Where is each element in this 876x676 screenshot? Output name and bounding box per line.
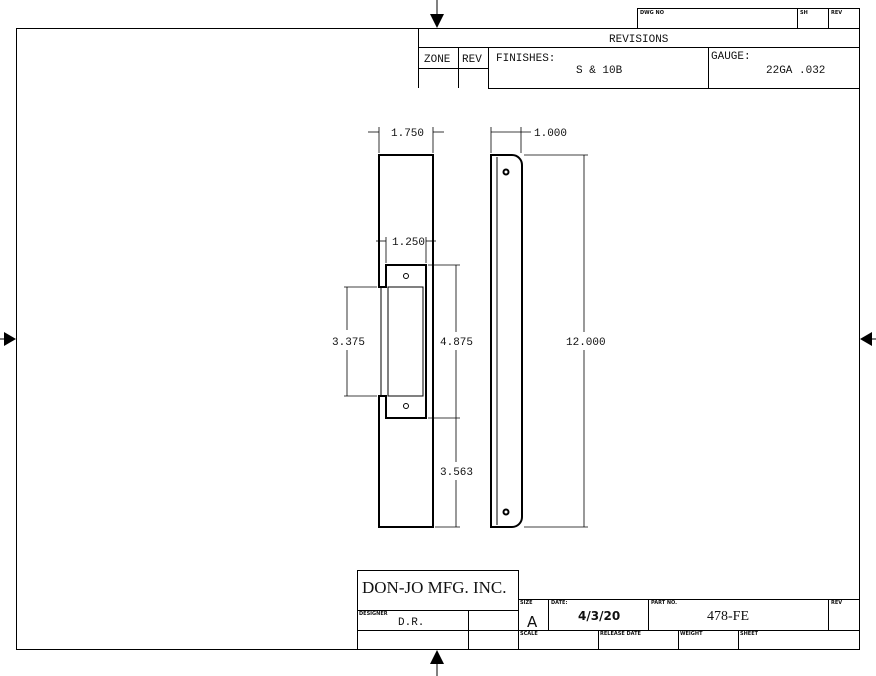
center-arrow-left [0,332,16,346]
company-name: DON-JO MFG. INC. [362,578,507,597]
dim-4875: 4.875 [440,337,473,349]
mounting-hole-bottom [403,403,409,409]
scale-label: SCALE [520,631,538,637]
designer-label: DESIGNER [359,611,388,617]
dimension-cutout-height: 3.375 [332,286,377,397]
gauge-label: GAUGE: [711,51,751,63]
dimension-cutout-width: 1.250 [376,237,436,263]
dimension-strike-height: 4.875 [428,264,473,419]
dim-1250: 1.250 [392,237,425,249]
center-arrow-bottom [430,650,444,676]
dim-1000: 1.000 [534,128,567,140]
title-block: DON-JO MFG. INC. DESIGNER D.R. SIZE A DA… [357,570,859,650]
dim-12000: 12.000 [566,337,606,349]
date-label: DATE: [551,600,567,606]
center-arrow-right [860,332,876,346]
zone-header: ZONE [424,54,451,66]
side-hole-bottom [502,508,510,516]
dimension-plate-width: 1.750 [368,127,444,153]
front-view [378,154,434,528]
dim-1750: 1.750 [391,128,424,140]
gauge-value: 22GA .032 [766,65,825,77]
sh-label: SH [800,10,808,16]
side-view [490,154,523,528]
size-value: A [527,613,538,631]
size-label: SIZE [520,600,533,606]
finishes-label: FINISHES: [496,53,555,65]
dimension-bottom-offset: 3.563 [435,418,473,528]
dim-3375: 3.375 [332,337,365,349]
part-no-label: PART NO. [651,600,677,606]
dimension-overall-length: 12.000 [524,154,606,528]
revisions-title: REVISIONS [609,34,669,46]
part-no-value: 478-FE [707,609,749,624]
mounting-hole-top [403,273,409,279]
date-value: 4/3/20 [578,609,620,623]
weight-label: WEIGHT [680,631,703,637]
sheet-label: SHEET [740,631,759,637]
rev-label-top: REV [831,10,842,16]
sheet-border [16,28,860,650]
center-arrow-top [430,0,444,28]
dimension-side-depth: 1.000 [490,127,567,153]
finishes-value: S & 10B [576,65,623,77]
side-hole-top [502,168,510,176]
designer-value: D.R. [398,617,424,629]
release-date-label: RELEASE DATE [600,631,642,637]
rev-label: REV [831,600,842,606]
dwg-no-label: DWG NO [640,10,664,16]
dim-3563: 3.563 [440,467,473,479]
revision-block: DWG NO SH REV REVISIONS ZONE REV FINISHE… [418,8,860,89]
rev-header: REV [462,54,482,66]
